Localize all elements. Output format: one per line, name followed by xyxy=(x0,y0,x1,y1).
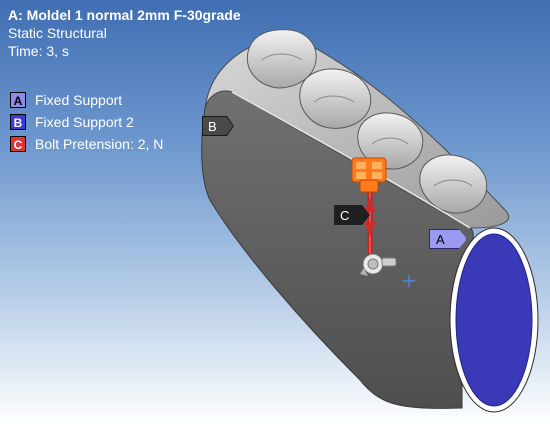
legend-label: Fixed Support 2 xyxy=(35,114,134,130)
legend-key-b: B xyxy=(10,114,26,130)
origin-cross-icon xyxy=(403,275,415,287)
legend-item-fixed-support[interactable]: A Fixed Support xyxy=(10,89,163,111)
bracket-icon xyxy=(351,157,387,193)
legend-key-c: C xyxy=(10,136,26,152)
legend-key-a: A xyxy=(10,92,26,108)
legend-label: Bolt Pretension: 2, N xyxy=(35,136,164,152)
gum-edge xyxy=(231,91,471,229)
tag-fixed-support-2[interactable]: B xyxy=(202,116,234,136)
tooth-2 xyxy=(299,68,372,129)
analysis-info: A: Moldel 1 normal 2mm F-30grade Static … xyxy=(8,6,241,60)
tooth-4 xyxy=(419,154,488,214)
screw-icon xyxy=(360,253,397,276)
legend-label: Fixed Support xyxy=(35,92,123,108)
legend-item-fixed-support-2[interactable]: B Fixed Support 2 xyxy=(10,111,163,133)
boundary-legend: A Fixed Support B Fixed Support 2 C Bolt… xyxy=(10,89,163,155)
analysis-title: A: Moldel 1 normal 2mm F-30grade xyxy=(8,7,241,23)
legend-item-bolt-pretension[interactable]: C Bolt Pretension: 2, N xyxy=(10,133,163,155)
analysis-time: Time: 3, s xyxy=(8,43,69,59)
analysis-type: Static Structural xyxy=(8,25,107,41)
tooth-1 xyxy=(246,29,317,89)
tag-fixed-support[interactable]: A xyxy=(429,229,467,249)
tag-bolt-pretension[interactable]: C xyxy=(334,205,370,225)
teeth-row[interactable] xyxy=(246,29,488,214)
